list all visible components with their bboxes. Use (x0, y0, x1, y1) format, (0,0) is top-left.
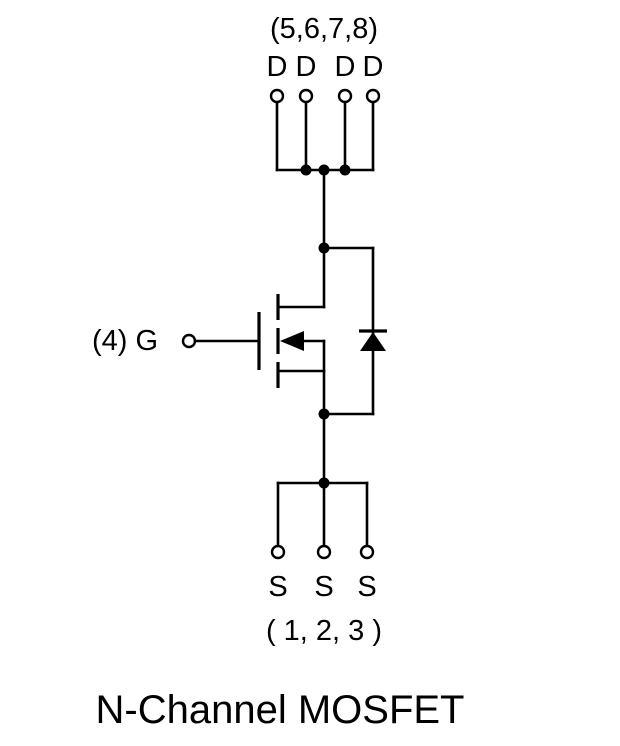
source-pins-label: ( 1, 2, 3 ) (266, 615, 382, 647)
drain-junctions (300, 164, 351, 254)
source-letter-3: S (357, 571, 376, 603)
drain-letter-4: D (363, 51, 384, 83)
source-letter-2: S (314, 571, 333, 603)
drain-letter-2: D (296, 51, 317, 83)
channel-arrow-icon (280, 331, 304, 351)
drain-wiring (275, 101, 375, 250)
drain-terminals (269, 88, 381, 104)
source-terminals (270, 544, 375, 560)
body-diode (359, 246, 387, 416)
drain-letter-1: D (267, 51, 288, 83)
mosfet-body-wiring (276, 246, 326, 416)
drain-pins-label: (5,6,7,8) (270, 13, 378, 45)
source-letter-1: S (268, 571, 287, 603)
diode-triangle-icon (360, 332, 386, 351)
gate-terminal (181, 333, 197, 349)
gate-label: (4) G (92, 325, 158, 357)
drain-letter-3: D (335, 51, 356, 83)
source-junctions (318, 408, 330, 489)
diagram-caption: N-Channel MOSFET (96, 688, 465, 732)
